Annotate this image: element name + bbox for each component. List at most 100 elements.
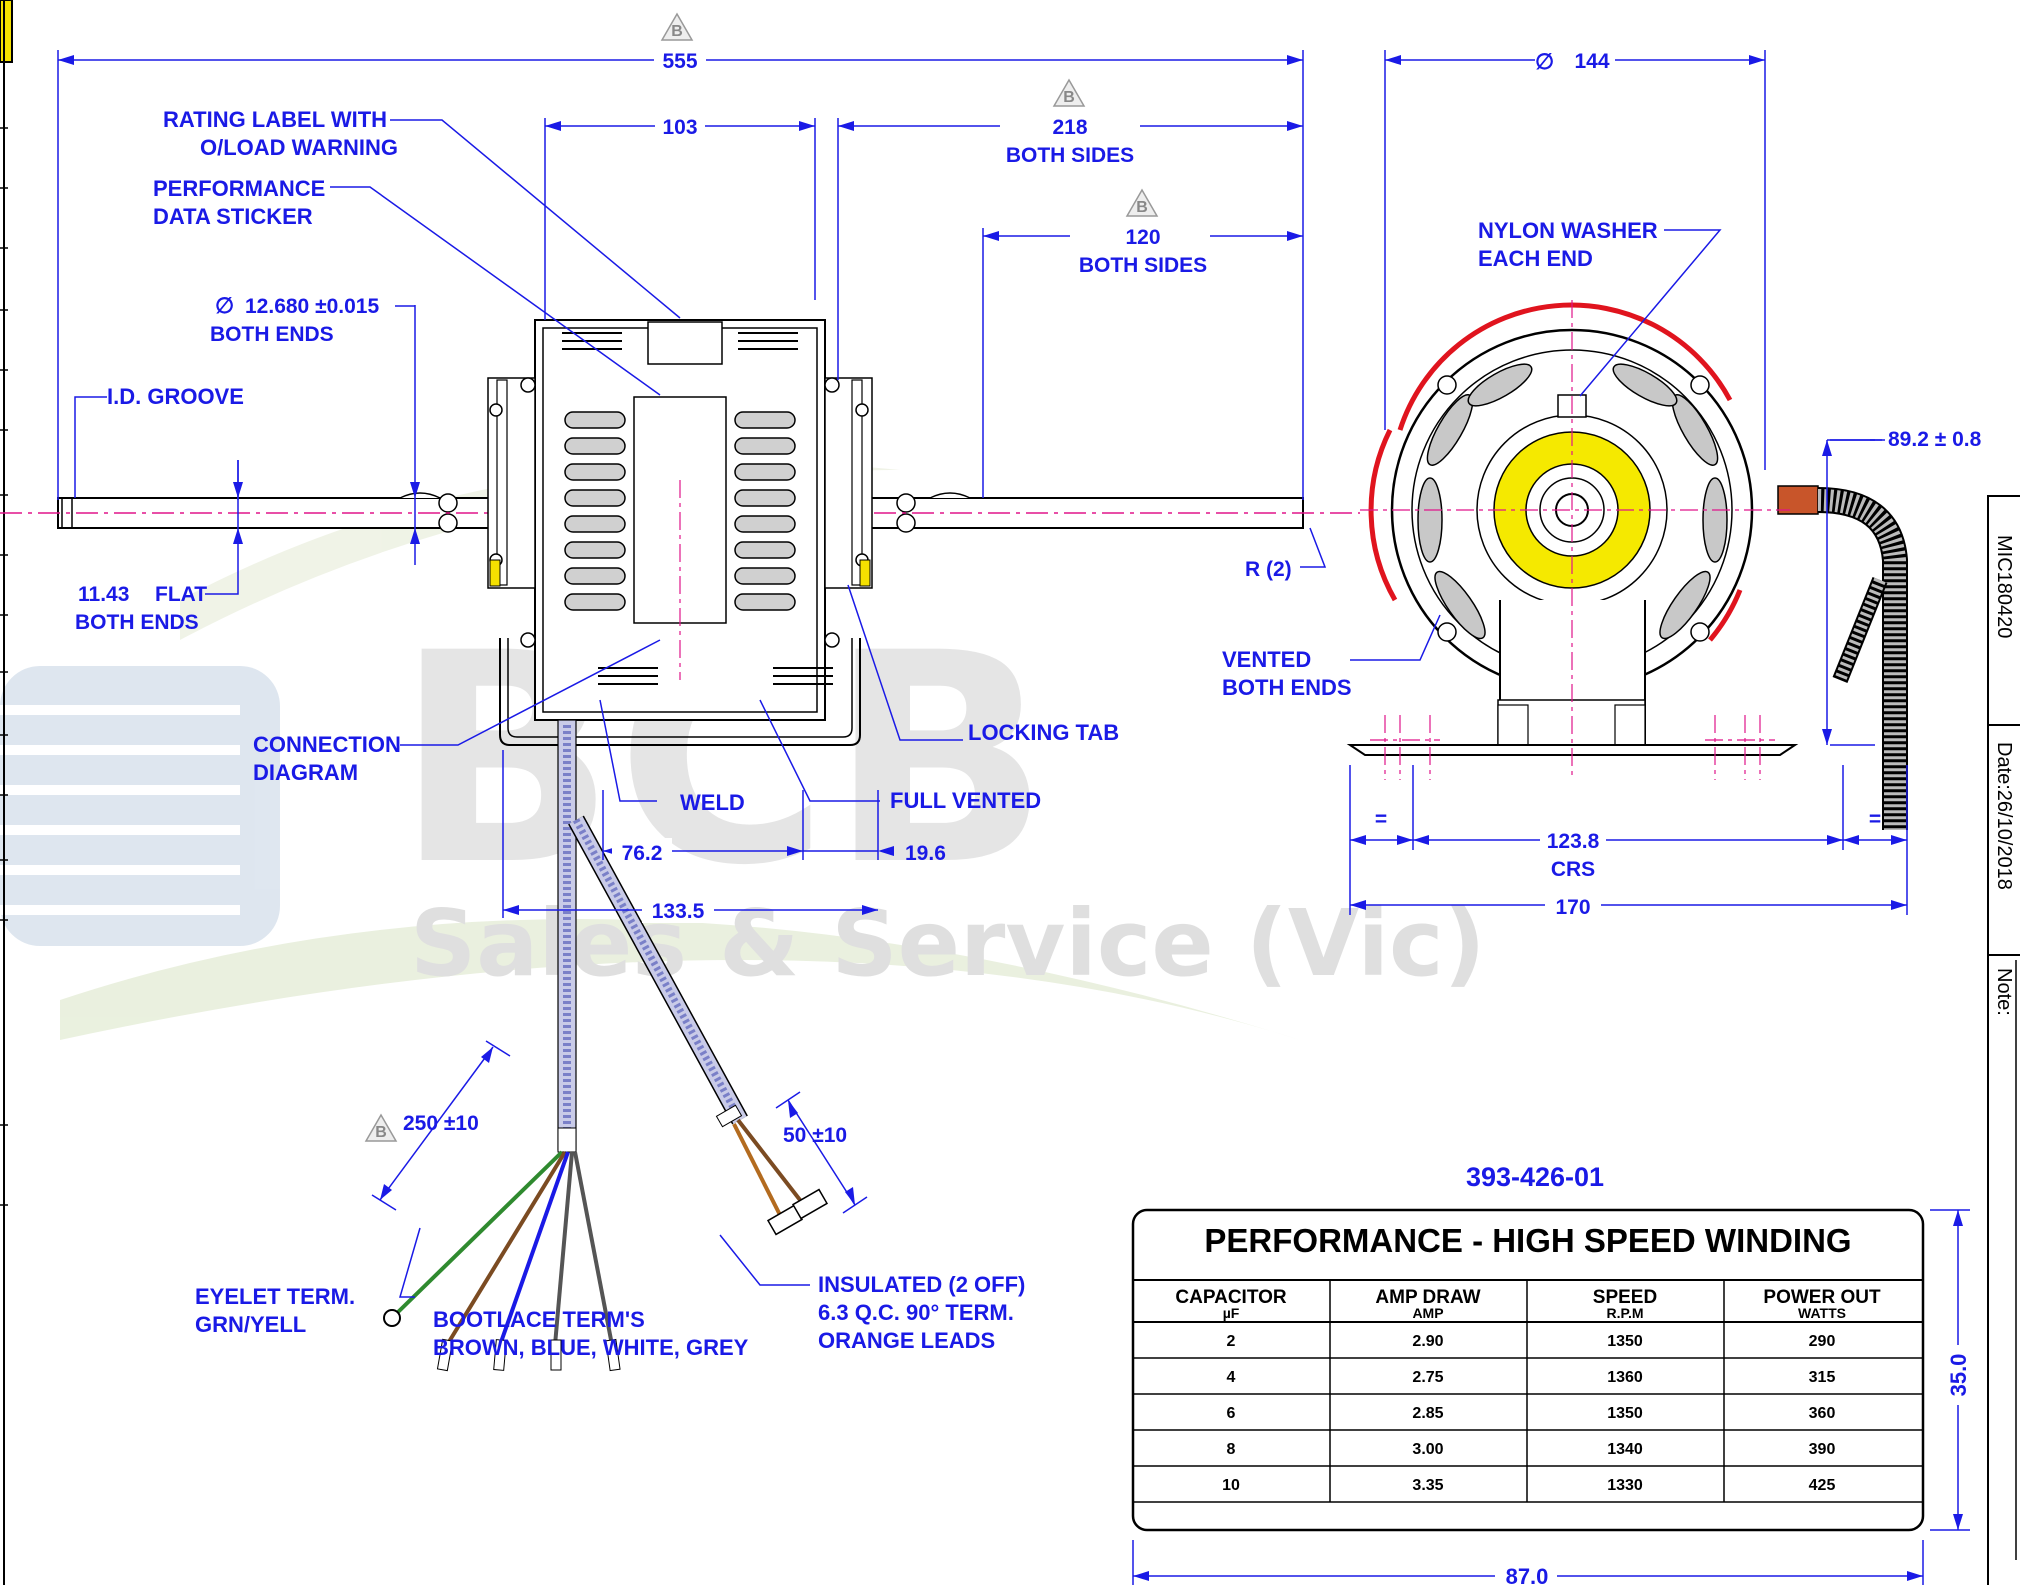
dim-mount-19-6: 19.6 <box>905 842 946 865</box>
revision-b-4: B <box>375 1124 387 1141</box>
dim-shaft-218: 218 <box>1052 116 1087 139</box>
dim-flat-note: BOTH ENDS <box>75 611 199 634</box>
table-cell: 1360 <box>1607 1369 1643 1386</box>
callout-rating-label-line2: O/LOAD WARNING <box>200 135 398 160</box>
leader-radius <box>1300 527 1327 568</box>
title-strip <box>1987 495 2020 1585</box>
dim-radius: R (2) <box>1245 558 1292 581</box>
table-header-unit-1: AMP <box>1412 1305 1443 1321</box>
table-cell: 2.85 <box>1412 1405 1443 1422</box>
strip-note: Note: <box>1993 968 2015 1016</box>
callout-locking-tab: LOCKING TAB <box>968 720 1119 745</box>
callout-vented-line2: BOTH ENDS <box>1222 675 1352 700</box>
revision-b-1: B <box>671 23 683 40</box>
corner-marker <box>0 0 13 63</box>
table-cell: 425 <box>1809 1477 1836 1494</box>
callout-id-groove: I.D. GROOVE <box>107 384 244 409</box>
dim-crs-label: CRS <box>1551 858 1595 881</box>
dim-diameter-144: 144 <box>1574 50 1609 73</box>
callout-leaders-side <box>1350 229 1722 661</box>
revision-b-3: B <box>1136 199 1148 216</box>
dim-flat-label: FLAT <box>155 583 207 606</box>
side-view <box>1346 302 1908 830</box>
table-cell: 360 <box>1809 1405 1836 1422</box>
callout-vented-line1: VENTED <box>1222 647 1311 672</box>
dim-lead-250: 250 ±10 <box>403 1112 479 1135</box>
dim-table-height: 35.0 <box>1946 1354 1971 1397</box>
table-header-0: CAPACITOR <box>1175 1287 1286 1308</box>
callout-insulated-line3: ORANGE LEADS <box>818 1328 995 1353</box>
callout-connection-line2: DIAGRAM <box>253 760 358 785</box>
dim-mount-76: 76.2 <box>622 842 663 865</box>
dim-flat: 11.43 <box>78 583 129 606</box>
callout-eyelet-line2: GRN/YELL <box>195 1312 306 1337</box>
callout-perf-sticker-line1: PERFORMANCE <box>153 176 325 201</box>
dim-lead-50: 50 ±10 <box>783 1124 847 1147</box>
revision-b-2: B <box>1063 89 1075 106</box>
part-number: 393-426-01 <box>1466 1162 1604 1192</box>
callout-perf-sticker-line2: DATA STICKER <box>153 204 313 229</box>
performance-table: PERFORMANCE - HIGH SPEED WINDING CAPACIT… <box>1131 1208 1925 1532</box>
leader-flat <box>205 540 239 595</box>
table-cell: 3.00 <box>1412 1441 1443 1458</box>
table-cell: 2 <box>1227 1333 1236 1350</box>
table-header-3: POWER OUT <box>1763 1287 1881 1308</box>
watermark-subtitle: Sales & Service (Vic) <box>410 890 1486 997</box>
callout-leaders-front <box>74 119 963 1298</box>
table-cell: 1340 <box>1607 1441 1643 1458</box>
strip-date: Date:26/10/2018 <box>1993 742 2015 890</box>
left-border-ticks <box>0 127 8 1206</box>
dim-shaft-218-note: BOTH SIDES <box>1006 144 1134 167</box>
table-header-unit-0: µF <box>1223 1305 1240 1321</box>
table-cell: 8 <box>1227 1441 1236 1458</box>
dim-shaft-diameter: 12.680 ±0.015 <box>245 295 379 318</box>
table-cell: 290 <box>1809 1333 1836 1350</box>
callout-insulated-line2: 6.3 Q.C. 90° TERM. <box>818 1300 1014 1325</box>
callout-nylon-line1: NYLON WASHER <box>1478 218 1658 243</box>
callout-rating-label-line1: RATING LABEL WITH <box>163 107 387 132</box>
side-dimension-arrows <box>1350 55 1907 910</box>
table-cell: 4 <box>1227 1369 1236 1386</box>
revision-markers: B B B B <box>364 12 1159 1142</box>
table-cell: 10 <box>1222 1477 1240 1494</box>
table-header-1: AMP DRAW <box>1375 1287 1480 1308</box>
callout-connection-line1: CONNECTION <box>253 732 401 757</box>
dim-overall-length: 555 <box>662 50 697 73</box>
dim-shaft-120: 120 <box>1125 226 1160 249</box>
callout-full-vented: FULL VENTED <box>890 788 1041 813</box>
strip-code: MIC180420 <box>1993 535 2015 638</box>
front-dimension-arrows <box>58 55 1303 1205</box>
table-title: PERFORMANCE - HIGH SPEED WINDING <box>1204 1222 1851 1259</box>
callout-bootlace-line1: BOOTLACE TERM'S <box>433 1307 645 1332</box>
dim-base-170: 170 <box>1555 896 1590 919</box>
table-cell: 2.75 <box>1412 1369 1443 1386</box>
dim-table-width: 87.0 <box>1506 1564 1549 1585</box>
dim-equal-right: = <box>1869 808 1881 831</box>
side-center-lines <box>1360 300 1790 780</box>
dim-equal-left: = <box>1375 808 1387 831</box>
table-cell: 1350 <box>1607 1333 1643 1350</box>
callout-weld: WELD <box>680 790 745 815</box>
motor-body <box>487 319 873 746</box>
callout-bootlace-line2: BROWN, BLUE, WHITE, GREY <box>433 1335 749 1360</box>
table-header-unit-2: R.P.M <box>1606 1305 1643 1321</box>
lead-cables <box>383 719 829 1372</box>
dim-body-width: 103 <box>662 116 697 139</box>
dim-shaft-120-note: BOTH SIDES <box>1079 254 1207 277</box>
table-cell: 1350 <box>1607 1405 1643 1422</box>
table-header-unit-3: WATTS <box>1798 1305 1846 1321</box>
callout-insulated-line1: INSULATED (2 OFF) <box>818 1272 1025 1297</box>
table-cell: 2.90 <box>1412 1333 1443 1350</box>
diameter-symbol-side: ∅ <box>1535 49 1554 74</box>
callout-nylon-line2: EACH END <box>1478 246 1593 271</box>
table-header-2: SPEED <box>1593 1287 1657 1308</box>
callout-eyelet-line1: EYELET TERM. <box>195 1284 355 1309</box>
dim-height-89-2: 89.2 ± 0.8 <box>1888 428 1982 451</box>
table-dimension-arrows <box>1133 1210 1963 1581</box>
dim-mount-133-5: 133.5 <box>652 900 705 923</box>
table-cell: 390 <box>1809 1441 1836 1458</box>
table-cell: 315 <box>1809 1369 1836 1386</box>
dim-crs-123-8: 123.8 <box>1547 830 1600 853</box>
table-cell: 1330 <box>1607 1477 1643 1494</box>
